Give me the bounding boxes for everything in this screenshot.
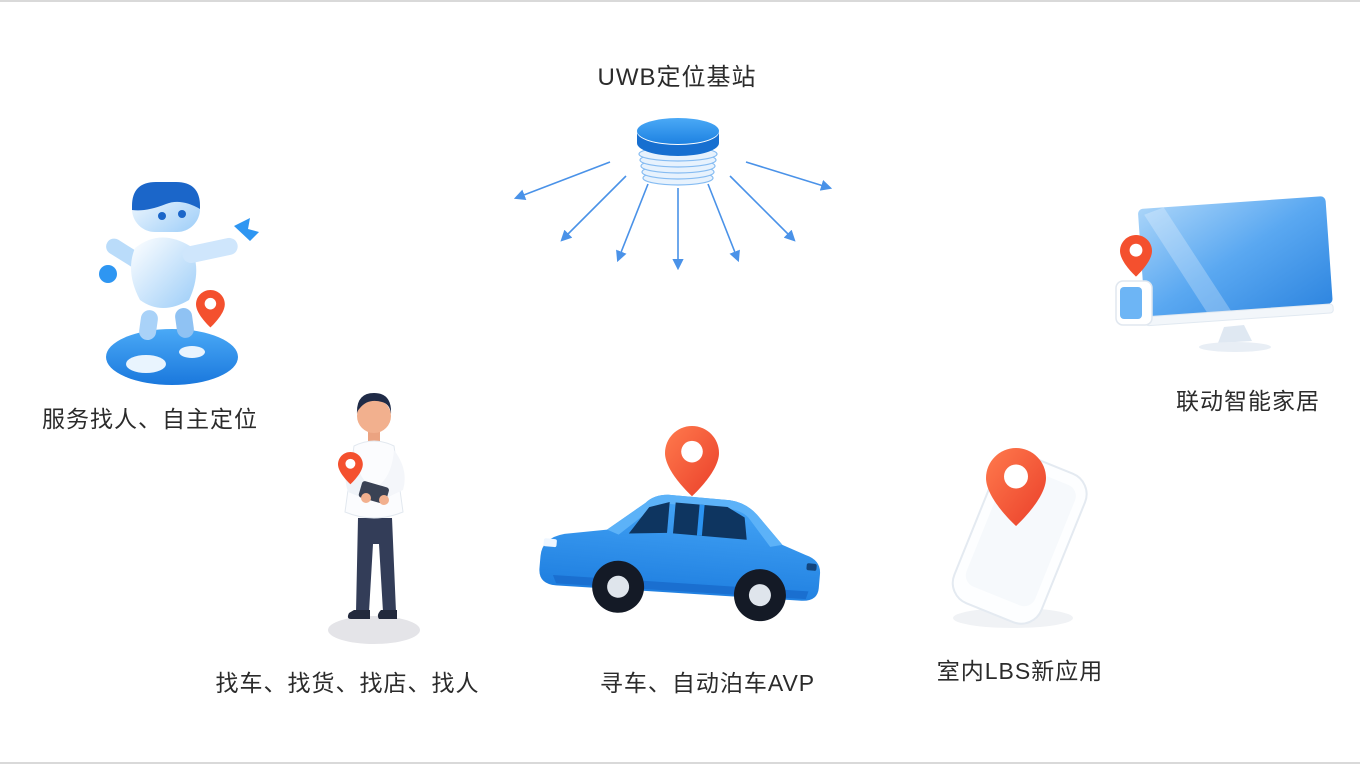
phone-illustration [928,440,1108,635]
phone-label: 室内LBS新应用 [936,658,1104,684]
signal-arrows [513,161,833,271]
tv-label: 联动智能家居 [1176,388,1320,414]
tv-pin-icon [1120,235,1152,277]
station-disc [637,118,719,156]
car-icon [539,494,821,622]
robot-label: 服务找人、自主定位 [42,406,258,432]
diagram-title: UWB定位基站 [597,64,757,91]
car-pin [662,424,724,504]
phone-icon [951,448,1088,628]
tv-icon [1115,196,1334,352]
person-label: 找车、找货、找店、找人 [215,670,480,696]
person-illustration [310,380,450,650]
person-pin-icon [338,452,363,485]
car-illustration [530,450,830,640]
phone-pin-icon [986,448,1046,526]
base-station-icon [513,118,833,271]
base-station-group [490,100,850,285]
person-icon [328,393,420,644]
tv-illustration [1108,187,1343,382]
car-label: 寻车、自动泊车AVP [599,670,816,696]
robot-icon [99,182,259,385]
robot-illustration [80,152,270,397]
smart-device-icon [1115,280,1153,326]
robot-pin-icon [196,290,225,328]
car-pin-icon [665,426,719,497]
